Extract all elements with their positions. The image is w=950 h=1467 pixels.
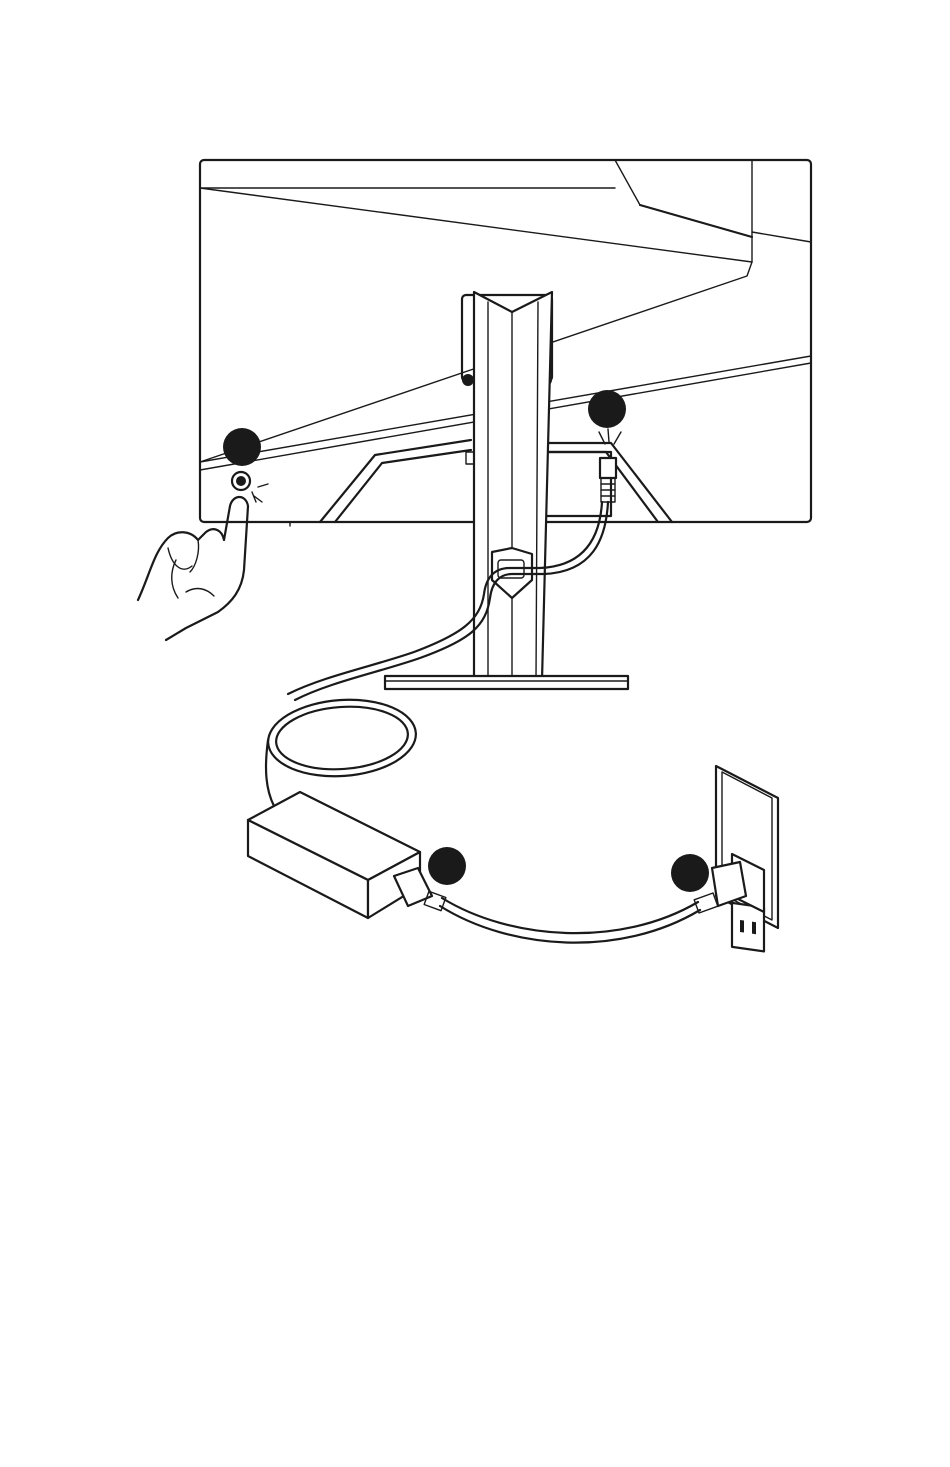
power-cable <box>266 502 608 806</box>
power-adapter <box>248 792 446 918</box>
marker-wall-outlet <box>671 854 709 892</box>
wall-outlet <box>694 766 778 951</box>
marker-power-button <box>223 428 261 466</box>
marker-dc-input-port <box>588 390 626 428</box>
port-indicator-icon <box>599 429 621 444</box>
stand <box>385 292 628 689</box>
hand-icon <box>138 497 248 640</box>
marker-adapter-cord <box>428 847 466 885</box>
ac-power-cord <box>440 906 700 943</box>
